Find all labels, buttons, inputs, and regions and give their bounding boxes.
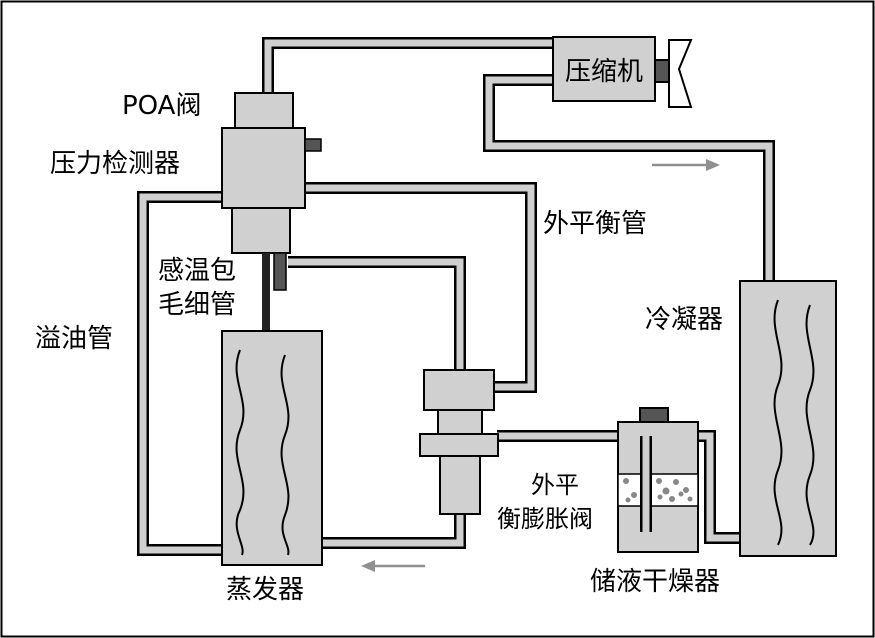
pipe-condenser-to-drier <box>698 430 740 544</box>
label-pressure-detector: 压力检测器 <box>50 149 180 179</box>
compressor-pulley-icon <box>668 39 693 108</box>
condenser <box>739 280 837 557</box>
label-receiver-drier: 储液干燥器 <box>590 567 720 597</box>
poa-valve-assembly <box>221 92 322 254</box>
arrow-left-icon <box>361 560 425 572</box>
capillary-tube <box>262 253 270 331</box>
sensing-bulb <box>273 252 287 291</box>
pipe-poa-to-compressor <box>262 37 553 93</box>
pipe-valve-to-evaporator-bottom <box>322 514 466 549</box>
label-expansion-valve-line2: 衡膨胀阀 <box>497 505 593 533</box>
expansion-valve <box>419 369 499 515</box>
label-expansion-valve-line1: 外平 <box>531 471 579 499</box>
receiver-drier <box>617 407 699 553</box>
compressor <box>552 36 693 108</box>
pipe-valve-to-evaporator-top <box>288 256 466 370</box>
label-compressor: 压缩机 <box>565 57 643 87</box>
pipe-oil-overflow <box>137 191 222 556</box>
pipe-external-balance <box>305 182 537 393</box>
arrow-right-icon <box>652 159 720 171</box>
label-oil-overflow-pipe: 溢油管 <box>35 324 113 354</box>
pipe-compressor-to-condenser <box>483 74 775 282</box>
label-evaporator: 蒸发器 <box>226 575 304 605</box>
label-sensing-bulb: 感温包 <box>158 256 236 286</box>
label-poa-valve: POA阀 <box>122 91 201 121</box>
label-condenser: 冷凝器 <box>645 305 723 335</box>
label-external-balance-pipe: 外平衡管 <box>543 209 647 239</box>
label-capillary: 毛细管 <box>158 290 236 320</box>
desiccant-dots <box>623 478 693 503</box>
evaporator <box>221 330 323 566</box>
